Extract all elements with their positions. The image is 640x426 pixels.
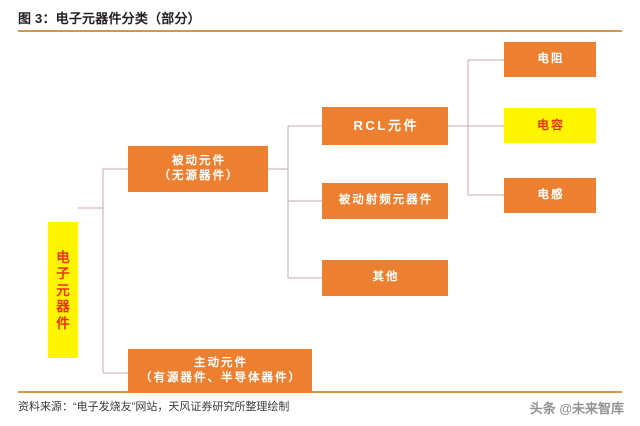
watermark-label: 头条 @未来智库 <box>529 401 624 416</box>
node-label-line: 电感 <box>537 188 565 201</box>
node-label-line: 电阻 <box>537 52 565 65</box>
node-label-line: 器 <box>56 299 70 315</box>
node-other-components[interactable]: 其他 <box>322 260 448 296</box>
node-rcl-components[interactable]: RCL元件 <box>322 107 448 145</box>
node-label-line: （无源器件） <box>158 170 240 182</box>
classification-tree-diagram: 电 子 元 器 件 被动元件 （无源器件） 主动元件 （有源器件、半导体器件） … <box>0 33 640 393</box>
figure-title: 图 3：电子元器件分类（部分） <box>18 11 201 26</box>
node-label-line: 主动元件 <box>194 356 248 369</box>
node-label-line: 件 <box>56 315 70 331</box>
node-passive-rf-components[interactable]: 被动射频元器件 <box>322 183 448 219</box>
node-label-line: 电容 <box>536 117 565 132</box>
node-label-line: RCL元件 <box>353 118 420 134</box>
node-label-line: （有源器件、半导体器件） <box>140 372 302 384</box>
node-inductor[interactable]: 电感 <box>504 178 596 213</box>
connector-lines <box>78 59 504 374</box>
node-label-line: 电 <box>56 249 70 265</box>
node-root-electronic-components[interactable]: 电 子 元 器 件 <box>48 222 78 358</box>
footer-divider <box>18 391 622 393</box>
node-capacitor[interactable]: 电容 <box>504 108 596 143</box>
node-label-line: 元 <box>56 282 70 298</box>
node-label-line: 被动元件 <box>172 154 226 167</box>
header-divider <box>18 30 622 32</box>
node-label-line: 被动射频元器件 <box>338 194 434 207</box>
node-label-line: 子 <box>56 266 70 282</box>
node-label-line: 其他 <box>372 271 400 284</box>
node-resistor[interactable]: 电阻 <box>504 42 596 77</box>
node-passive-components[interactable]: 被动元件 （无源器件） <box>128 146 268 192</box>
node-active-components[interactable]: 主动元件 （有源器件、半导体器件） <box>128 349 312 393</box>
source-note: 资料来源：“电子发烧友”网站，天风证券研究所整理绘制 <box>18 401 290 413</box>
